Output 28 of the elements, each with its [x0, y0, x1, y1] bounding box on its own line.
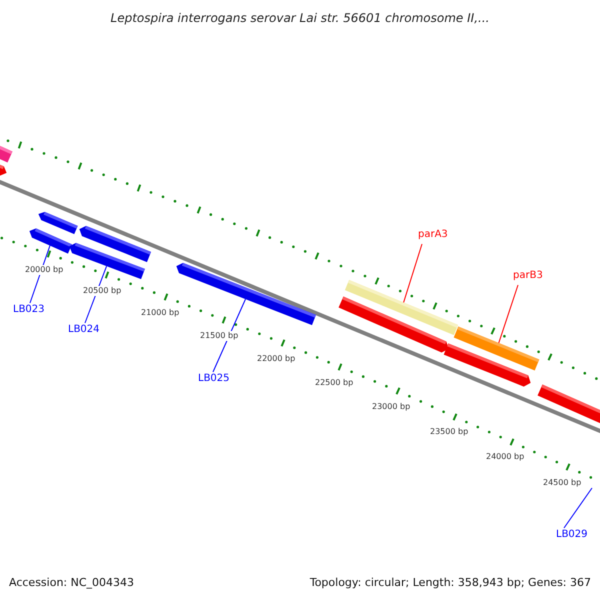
position-label: 24500 bp	[543, 478, 582, 488]
position-label: 21500 bp	[200, 331, 238, 341]
leader-line	[403, 244, 422, 303]
gene-label: LB024	[68, 324, 100, 336]
gene-label: LB023	[13, 304, 45, 316]
gene-bar	[29, 228, 72, 254]
gene-label: LB029	[556, 529, 588, 541]
position-label: 22500 bp	[315, 378, 354, 388]
position-label: 23500 bp	[430, 427, 468, 437]
title: Leptospira interrogans serovar Lai str. 56601 chromosome II,...	[110, 10, 490, 27]
gene-bar	[38, 212, 78, 234]
position-label: 23000 bp	[372, 402, 410, 412]
accession-text: Accession: NC_004343	[9, 575, 134, 591]
position-label: 20000 bp	[25, 265, 64, 275]
leader-line	[564, 488, 592, 528]
position-label: 22000 bp	[257, 354, 296, 364]
gene-bar	[338, 296, 449, 352]
position-label: 21000 bp	[141, 308, 180, 318]
position-label: 24000 bp	[486, 452, 524, 462]
gene-label: LB025	[198, 373, 230, 385]
position-label: 20500 bp	[83, 286, 122, 296]
gene-label: parB3	[513, 270, 543, 282]
gene-bar	[69, 242, 145, 280]
leader-line	[212, 298, 246, 372]
summary-text: Topology: circular; Length: 358,943 bp; Genes: 367	[310, 575, 591, 591]
gene-bar	[444, 343, 531, 387]
gene-label: parA3	[418, 229, 448, 241]
leader-line	[498, 284, 518, 344]
